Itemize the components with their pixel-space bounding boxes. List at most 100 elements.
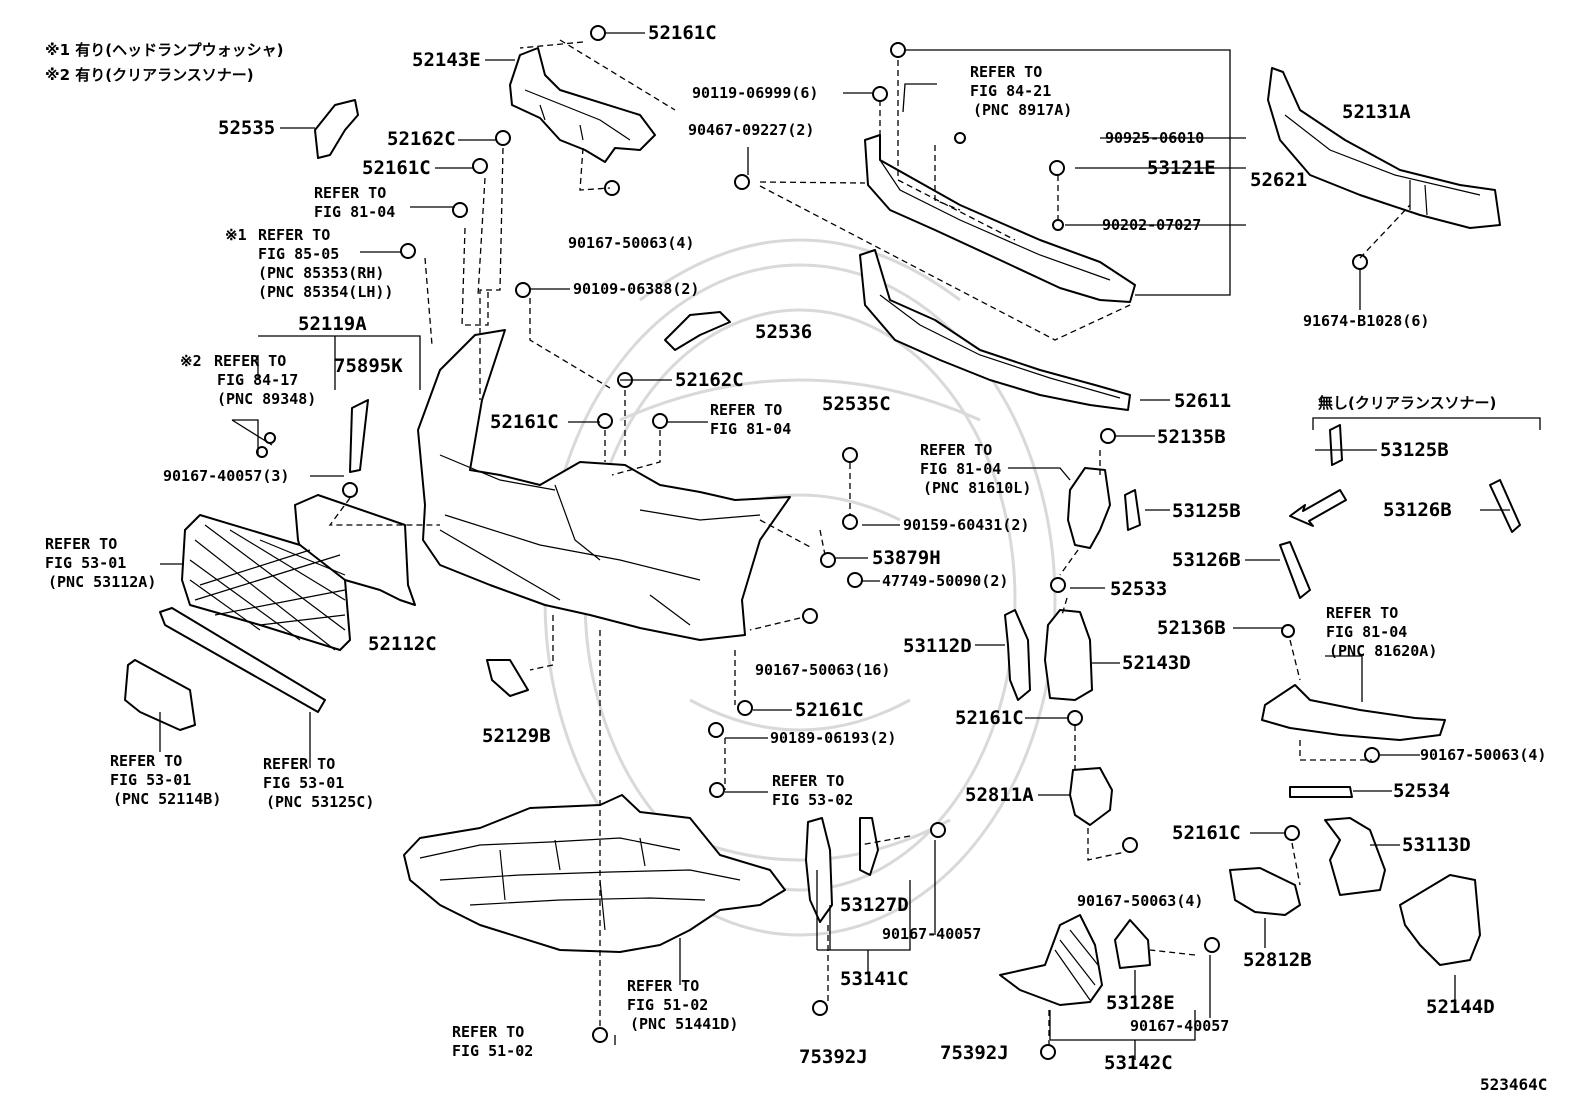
part-label: 52135B	[1157, 426, 1226, 448]
part-label: 90167-40057	[882, 925, 981, 943]
part-label: 53127D	[840, 894, 909, 916]
ref-label: (PNC 81610L)	[923, 479, 1031, 497]
ref-label: REFER TO	[710, 401, 782, 419]
figure-id: 523464C	[1480, 1075, 1547, 1094]
part-label: 53121E	[1147, 157, 1216, 179]
notes: ※1 有り(ヘッドランプウォッシャ) ※2 有り(クリアランスソナー) 無し(ク…	[45, 41, 1547, 1094]
note-2: ※2 有り(クリアランスソナー)	[45, 66, 254, 84]
part-label: 90159-60431(2)	[903, 516, 1029, 534]
ref-label: REFER TO	[970, 63, 1042, 81]
ref-label: REFER TO	[263, 755, 335, 773]
part-label: 53113D	[1402, 834, 1471, 856]
ref-label: REFER TO	[627, 977, 699, 995]
part-label: 52144D	[1426, 996, 1495, 1018]
ref-label: (PNC 85354(LH))	[258, 283, 393, 301]
part-label: 90925-06010	[1105, 129, 1204, 147]
part-label: 47749-50090(2)	[882, 572, 1008, 590]
ref-label: FIG 53-01	[263, 774, 344, 792]
ref-label: FIG 85-05	[258, 245, 339, 263]
ref-label: (PNC 52114B)	[113, 790, 221, 808]
ref-label: FIG 84-21	[970, 82, 1051, 100]
part-label: 52112C	[368, 633, 437, 655]
part-label: 75392J	[799, 1046, 868, 1068]
part-label: 90167-50063(16)	[755, 661, 890, 679]
ref-label: FIG 53-01	[110, 771, 191, 789]
part-label: 52129B	[482, 725, 551, 747]
part-label: 90119-06999(6)	[692, 84, 818, 102]
ref-label: REFER TO	[1326, 604, 1398, 622]
part-label: 91674-B1028(6)	[1303, 312, 1429, 330]
ref-label: REFER TO	[258, 226, 330, 244]
part-label: 52534	[1393, 780, 1450, 802]
part-label: 75392J	[940, 1042, 1009, 1064]
ref-label: FIG 51-02	[452, 1042, 533, 1060]
part-label: 52136B	[1157, 617, 1226, 639]
part-label: 52143D	[1122, 652, 1191, 674]
part-label: 90202-07027	[1102, 216, 1201, 234]
ref-label: REFER TO	[45, 535, 117, 553]
part-label: 90189-06193(2)	[770, 729, 896, 747]
ref-label: FIG 53-01	[45, 554, 126, 572]
leader-lines	[159, 32, 1541, 1060]
ref-label: REFER TO	[110, 752, 182, 770]
part-label: 52535	[218, 117, 275, 139]
ref-label: FIG 53-02	[772, 791, 853, 809]
ref-label: (PNC 81620A)	[1329, 642, 1437, 660]
note-1: ※1 有り(ヘッドランプウォッシャ)	[45, 41, 284, 59]
part-label: 52812B	[1243, 949, 1312, 971]
part-label: 52161C	[648, 22, 717, 44]
ref-label: FIG 81-04	[1326, 623, 1407, 641]
part-label: 53879H	[872, 547, 941, 569]
ref-label: (PNC 53125C)	[266, 793, 374, 811]
ref-label: ※1	[225, 226, 247, 244]
part-label: 90467-09227(2)	[688, 121, 814, 139]
ref-label: (PNC 8917A)	[973, 101, 1072, 119]
part-label: 52621	[1250, 169, 1307, 191]
part-label: 52119A	[298, 313, 367, 335]
part-label: 53126B	[1172, 549, 1241, 571]
part-label: 90167-50063(4)	[1420, 746, 1546, 764]
part-label: 52535C	[822, 393, 891, 415]
part-label: 90167-40057	[1130, 1017, 1229, 1035]
part-label: 90167-40057(3)	[163, 467, 289, 485]
part-labels: 52161C 52143E 52535 52162C 52161C REFER …	[45, 22, 1546, 1074]
part-label: 52161C	[1172, 822, 1241, 844]
part-label: 53126B	[1383, 499, 1452, 521]
part-label: 53128E	[1106, 992, 1175, 1014]
part-label: 90167-50063(4)	[1077, 892, 1203, 910]
ref-label: REFER TO	[452, 1023, 524, 1041]
part-label: 52611	[1174, 390, 1231, 412]
part-label: 53112D	[903, 635, 972, 657]
part-label: 52161C	[362, 157, 431, 179]
part-label: 52536	[755, 321, 812, 343]
part-label: 52161C	[795, 699, 864, 721]
part-label: 52161C	[490, 411, 559, 433]
part-label: 52533	[1110, 578, 1167, 600]
ref-label: REFER TO	[214, 352, 286, 370]
part-label: 53125B	[1380, 439, 1449, 461]
ref-label: (PNC 53112A)	[48, 573, 156, 591]
part-label: 53125B	[1172, 500, 1241, 522]
part-label: 52162C	[387, 128, 456, 150]
ref-label: REFER TO	[772, 772, 844, 790]
ref-label: FIG 84-17	[217, 371, 298, 389]
ref-label: (PNC 85353(RH)	[258, 264, 384, 282]
part-label: 90167-50063(4)	[568, 234, 694, 252]
section-note: 無し(クリアランスソナー)	[1318, 394, 1496, 412]
part-label: 52162C	[675, 369, 744, 391]
ref-label: FIG 81-04	[314, 203, 395, 221]
part-label: 53142C	[1104, 1052, 1173, 1074]
part-label: 53141C	[840, 968, 909, 990]
ref-label: (PNC 89348)	[217, 390, 316, 408]
ref-label: (PNC 51441D)	[630, 1015, 738, 1033]
part-label: 52811A	[965, 784, 1034, 806]
part-shapes	[124, 47, 1521, 1006]
ref-label: FIG 81-04	[710, 420, 791, 438]
ref-label: ※2	[180, 352, 202, 370]
ref-label: REFER TO	[314, 184, 386, 202]
watermark-emblem	[543, 238, 1057, 937]
ref-label: REFER TO	[920, 441, 992, 459]
part-label: 52161C	[955, 707, 1024, 729]
part-label: 75895K	[334, 355, 403, 377]
